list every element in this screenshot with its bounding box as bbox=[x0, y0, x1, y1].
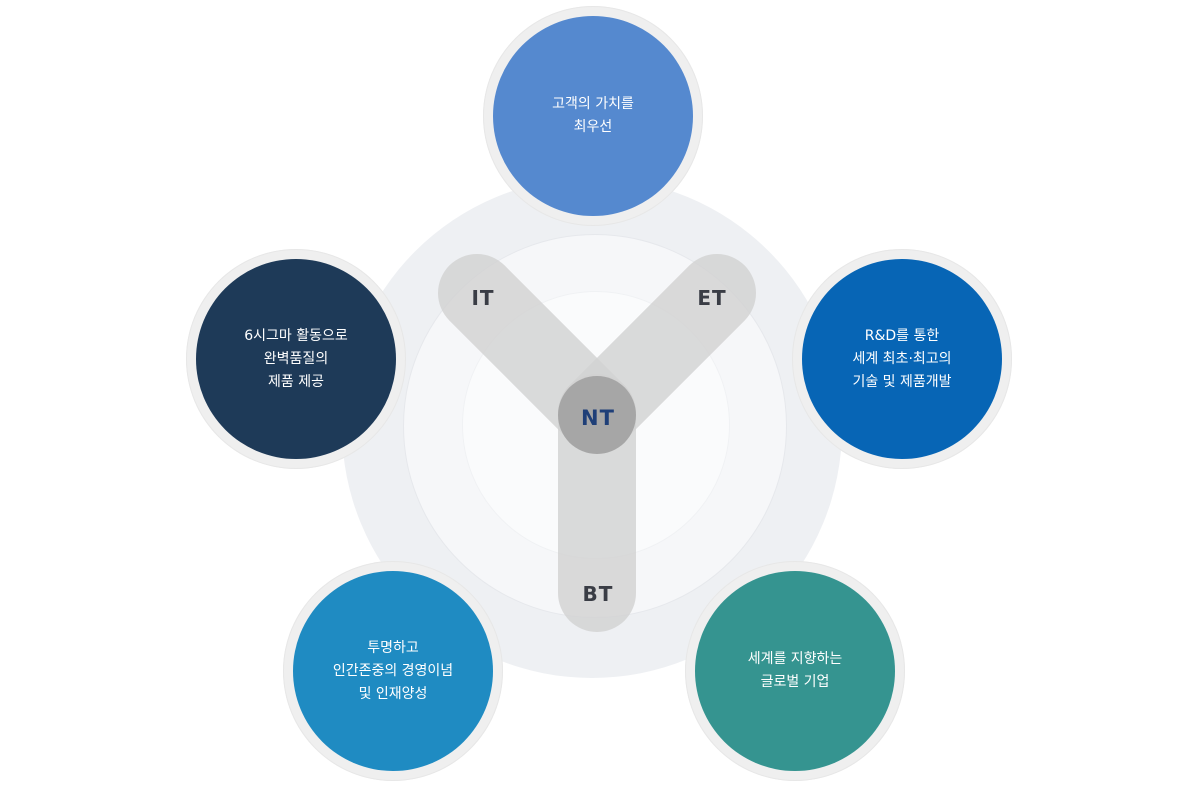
value-text-line: 글로벌 기업 bbox=[760, 674, 830, 690]
value-text-line: R&D를 통한 bbox=[864, 327, 940, 344]
value-text-line: 고객의 가치를 bbox=[552, 96, 634, 112]
value-text-line: 최우선 bbox=[573, 119, 613, 135]
nt-label: NT bbox=[581, 406, 615, 430]
value-node-top: 고객의 가치를 최우선 bbox=[483, 6, 703, 226]
value-text-line: 세계를 지향하는 bbox=[747, 651, 843, 667]
value-circle-bottom-right: 세계를 지향하는 글로벌 기업 bbox=[695, 571, 895, 771]
core-nt-circle bbox=[558, 376, 636, 454]
value-text-line: 제품 제공 bbox=[268, 373, 324, 390]
value-text-line: 인간존중의 경영이념 bbox=[332, 662, 454, 679]
value-circle-top: 고객의 가치를 최우선 bbox=[493, 16, 693, 216]
value-node-bottom-left: 투명하고 인간존중의 경영이념 및 인재양성 bbox=[283, 561, 503, 781]
value-text-line: 6시그마 활동으로 bbox=[244, 327, 348, 344]
value-circle-left: 6시그마 활동으로 완벽품질의 제품 제공 bbox=[196, 259, 396, 459]
value-text-line: 기술 및 제품개발 bbox=[852, 373, 952, 390]
value-text-line: 투명하고 bbox=[367, 639, 419, 656]
value-node-left: 6시그마 활동으로 완벽품질의 제품 제공 bbox=[186, 249, 406, 469]
it-label: IT bbox=[471, 286, 495, 310]
value-text-line: 완벽품질의 bbox=[263, 350, 329, 367]
value-text-line: 및 인재양성 bbox=[358, 685, 428, 702]
value-text-line: 세계 최초·최고의 bbox=[852, 350, 952, 367]
value-circle-right: R&D를 통한 세계 최초·최고의 기술 및 제품개발 bbox=[802, 259, 1002, 459]
value-node-right: R&D를 통한 세계 최초·최고의 기술 및 제품개발 bbox=[792, 249, 1012, 469]
bt-label: BT bbox=[582, 582, 614, 606]
et-label: ET bbox=[697, 286, 727, 310]
value-node-bottom-right: 세계를 지향하는 글로벌 기업 bbox=[685, 561, 905, 781]
value-circle-bottom-left: 투명하고 인간존중의 경영이념 및 인재양성 bbox=[293, 571, 493, 771]
